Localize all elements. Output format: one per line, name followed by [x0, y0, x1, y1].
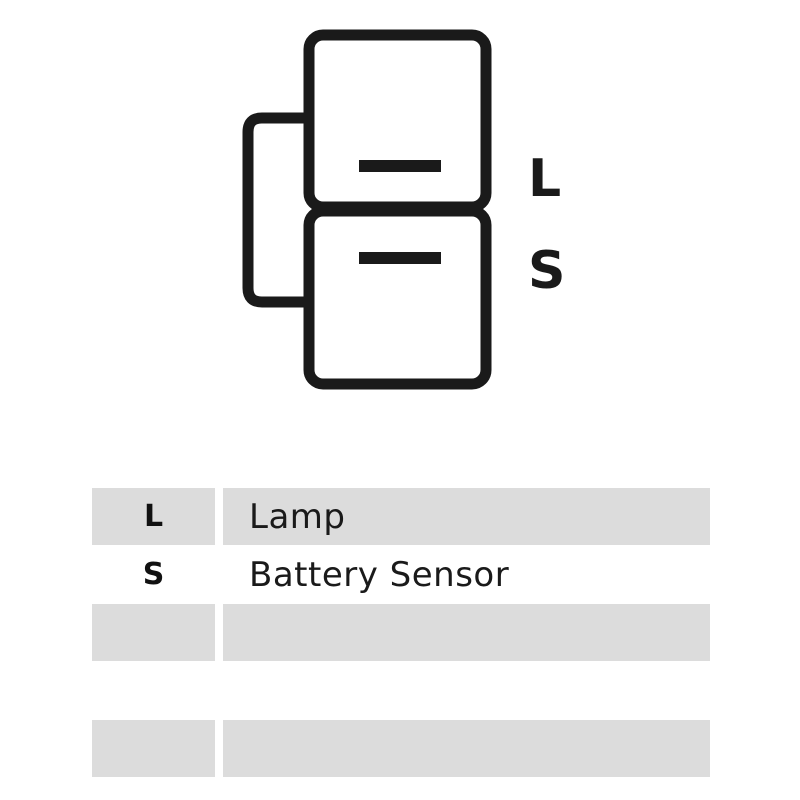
legend-code [92, 720, 215, 777]
legend-spacer [92, 662, 710, 719]
pin-label-l: L [528, 149, 561, 209]
legend-row-l: L Lamp [92, 488, 710, 545]
legend-description: Lamp [223, 488, 710, 545]
connector-upper-housing [303, 29, 492, 213]
legend-code [92, 604, 215, 661]
connector-side-tab [242, 112, 310, 308]
pin-label-s: S [528, 241, 565, 301]
legend-code: L [92, 488, 215, 545]
connector-diagram: L S [242, 29, 565, 390]
legend-description: Battery Sensor [249, 554, 510, 595]
legend-description [223, 604, 710, 661]
legend-code: S [142, 557, 165, 592]
legend-row-empty [92, 720, 710, 777]
pin-l-terminal [359, 160, 441, 172]
legend-row-empty [92, 604, 710, 661]
legend-row-s: S Battery Sensor [92, 546, 710, 603]
pin-s-terminal [359, 252, 441, 264]
legend-description [223, 720, 710, 777]
connector-lower-housing [303, 205, 492, 390]
legend-table: L Lamp S Battery Sensor [92, 488, 710, 778]
